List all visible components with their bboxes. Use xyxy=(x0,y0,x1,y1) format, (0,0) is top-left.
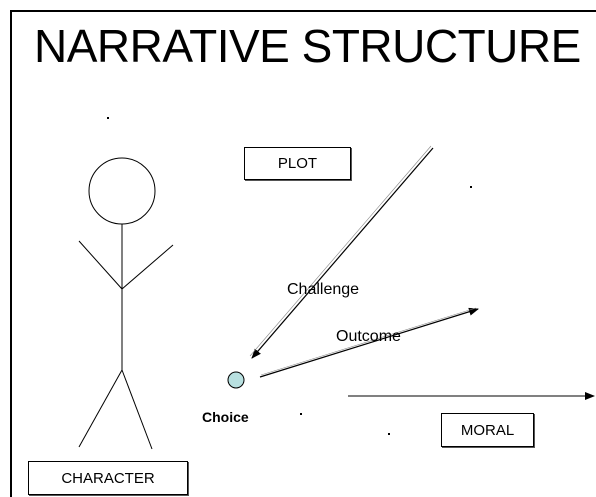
challenge-arrow xyxy=(249,145,434,359)
frame-border-top xyxy=(10,10,596,12)
plot-box: PLOT xyxy=(244,147,351,180)
figure-head xyxy=(88,157,156,225)
figure-left-arm xyxy=(78,240,123,290)
choice-label: Choice xyxy=(202,409,249,425)
slide-title: NARRATIVE STRUCTURE xyxy=(34,20,581,72)
stray-dots xyxy=(107,117,472,435)
character-box: CHARACTER xyxy=(28,461,188,495)
challenge-label: Challenge xyxy=(287,281,360,298)
frame-border-left xyxy=(10,10,12,497)
stick-figure-character xyxy=(78,157,174,450)
figure-left-leg xyxy=(78,369,123,448)
figure-right-leg xyxy=(121,369,153,450)
figure-right-arm xyxy=(121,244,174,290)
choice-node xyxy=(227,371,245,389)
outcome-arrow xyxy=(259,307,479,378)
outcome-label: Outcome xyxy=(336,328,401,345)
moral-box: MORAL xyxy=(441,413,534,447)
